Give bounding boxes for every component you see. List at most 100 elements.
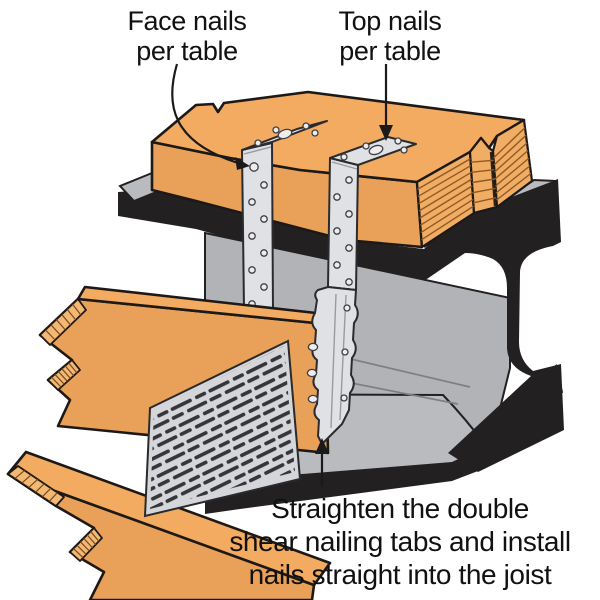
nail-hole [311,129,319,137]
double-shear-label-line3: nails straight into the joist [248,559,552,590]
decorative-line [496,172,532,201]
decorative-line [64,365,75,377]
decorative-line [83,537,94,549]
decorative-line [28,478,39,489]
decorative-line [35,483,45,493]
double-joist [6,285,332,600]
decorative-line [21,474,32,484]
top-nails-label-line1: Top nails [338,6,442,36]
double-shear-label-line1: Straighten the double [271,493,529,524]
near-joist-side-face [6,472,316,600]
double-shear-plate [143,339,302,518]
nail-hole [272,126,280,134]
decorative-line [55,319,66,331]
face-nails-label-line1: Face nails [127,6,247,36]
decorative-line [14,469,25,480]
decorative-line [50,376,62,388]
decorative-line [495,157,530,187]
web-fillet-line-upper [337,355,471,388]
decorative-line [494,149,529,180]
decorative-line [494,142,528,173]
hanger-right-strap [327,136,417,291]
decorative-line [418,171,472,205]
top-nails-label-line2: per table [339,36,441,66]
decorative-line [72,303,82,316]
nail-hole [345,244,353,252]
right-strap-face-holes [333,176,353,286]
hanger-left-strap [241,120,328,313]
right-strap-fold-line [331,161,358,170]
decorative-line [68,362,78,374]
nail-hole [254,139,262,147]
nail-hole [362,142,370,150]
decorative-line [471,178,496,184]
decorative-line [419,185,473,219]
beam-end-cross-section [424,179,564,472]
decorative-line [41,487,52,498]
nail-hole [333,261,341,269]
near-joist-break-face-1 [7,465,65,507]
tab-hole-2 [341,348,349,356]
face-nail-hole [249,162,259,172]
shear-tab-fold-line-1 [330,293,337,429]
nail-hole [260,181,268,189]
nail-hole [333,227,341,235]
nail-hole [260,283,268,291]
decorative-line [44,329,56,341]
face-nails-label-line2: per table [136,36,238,66]
left-strap-flange-holes [254,122,319,147]
joist-break-hatch-lines [14,303,100,559]
decorative-line [66,308,77,321]
decorative-line [86,534,97,545]
nail-hole [340,153,348,161]
nail-hole [345,278,353,286]
decorative-line [493,134,527,166]
decorative-line [57,371,68,382]
decorative-line [76,544,87,555]
left-strap-oval-hole [277,128,293,140]
decorative-line [493,127,526,159]
shear-tabs-arrowhead [315,438,329,454]
decorative-line [90,531,100,542]
right-strap-vertical [327,157,359,291]
double-shear-nails [306,342,319,404]
decorative-line [472,187,496,194]
decorative-line [50,324,61,336]
nail-hole [400,146,408,154]
right-strap-flange-holes [340,137,408,161]
double-shear-label-line2: shear nailing tabs and install [229,526,571,557]
decorative-line [418,178,473,212]
nail-hole [302,122,310,130]
face-nails-label: Face nails per table [127,6,246,66]
nail-hole [248,232,256,240]
shear-nail-head-3 [307,394,319,404]
decorative-line [54,373,65,385]
shear-nail-head-1 [307,342,319,352]
top-nails-label: Top nails per table [339,6,442,66]
hanger-shear-tab-section [306,286,359,445]
decorative-line [61,314,72,326]
nail-hole [260,215,268,223]
decorative-line [48,492,58,502]
tab-hole-3 [340,394,348,402]
nailer-grain-lines [417,127,532,241]
decorative-line [471,168,495,174]
decorative-line [421,205,474,241]
face-nails-arrowhead [235,157,250,170]
top-nails-arrowhead [379,125,393,141]
tab-hole-1 [343,304,351,312]
double-shear-label: Straighten the double shear nailing tabs… [229,492,571,591]
nail-hole [248,266,256,274]
nail-hole [394,137,402,145]
nail-hole [345,210,353,218]
beam-bottom-flange-front-edge [205,446,486,514]
decorative-line [419,192,474,226]
decorative-line [417,164,472,198]
web-fillet-line-lower [335,379,459,405]
right-strap-oval-hole [368,144,384,156]
nail-hole [333,193,341,201]
face-nails-leader-line [171,63,239,165]
decorative-line [470,159,494,163]
